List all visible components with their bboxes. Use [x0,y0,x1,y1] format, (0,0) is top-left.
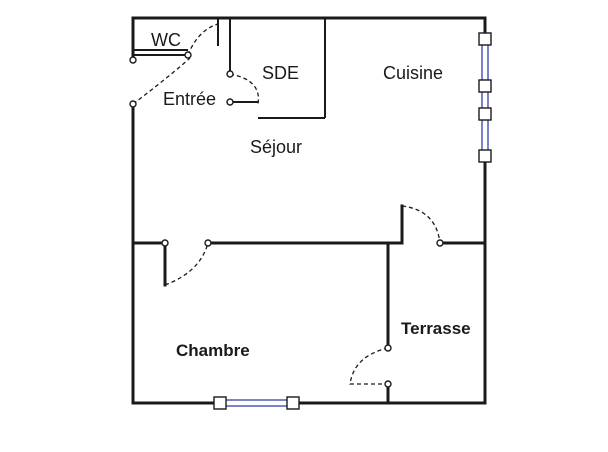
middle-walls [131,204,487,405]
window-cuisine [478,32,492,163]
door-swing-terrasse [349,347,389,385]
window-frame-1 [478,32,492,46]
window-chambre [213,396,300,410]
pivot-chambre-left [161,239,169,247]
door-swing-wc [187,23,219,56]
pivot-chambre-right [204,239,212,247]
door-swing-chambre [164,242,209,286]
pivot-sde-top [226,70,234,78]
window-frame-3 [478,107,492,121]
pivot-sejour-terrasse [436,239,444,247]
room-label-cuisine: Cuisine [383,63,443,83]
pivot-terrasse-top [384,344,392,352]
door-swing-sejour-terrasse [401,205,441,244]
room-label-sde: SDE [262,63,299,83]
door-swing-entree [132,57,191,105]
pivot-wc [129,56,137,64]
window-frame-2 [478,79,492,93]
room-label-chambre: Chambre [176,341,250,360]
window-frame-4 [478,149,492,163]
room-label-sejour: Séjour [250,137,302,157]
door-swing-sde [229,73,260,105]
room-label-entree: Entrée [163,89,216,109]
room-label-wc: WC [151,30,181,50]
door-swings [132,23,441,385]
pivot-entree [129,100,137,108]
pivot-sde-bottom [226,98,234,106]
room-label-terrasse: Terrasse [401,319,471,338]
pivot-terrasse-bottom [384,380,392,388]
window-frame-5 [213,396,227,410]
pivot-wc-right [184,51,192,59]
door-pivots [129,51,444,388]
wc-sde-partitions [133,18,326,119]
window-frame-6 [286,396,300,410]
